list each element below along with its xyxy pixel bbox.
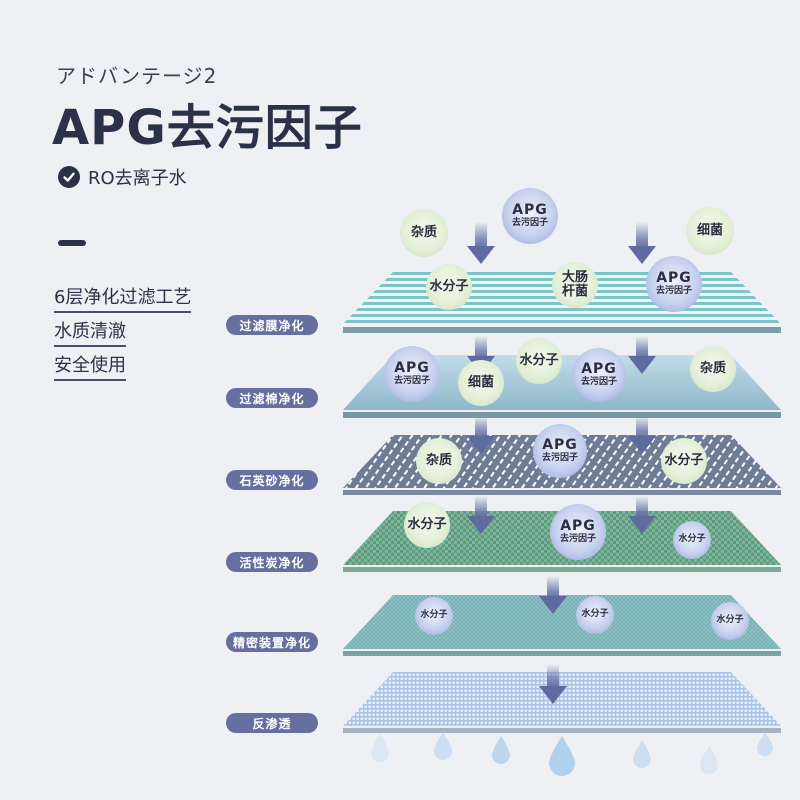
down-arrow-icon (539, 576, 567, 614)
layer-label-precision: 精密装置净化 (226, 632, 318, 652)
layer-cotton (343, 355, 781, 419)
down-arrow-icon (539, 664, 567, 704)
particle-water: 水分子 (673, 521, 711, 559)
water-drop-icon (371, 734, 389, 762)
layer-ro (343, 672, 781, 734)
layer-precision (343, 595, 781, 657)
down-arrow-icon (467, 416, 495, 454)
particle-label: 水分子 (581, 609, 609, 620)
particle-water: 水分子 (661, 438, 707, 484)
particle-sublabel: 去污因子 (655, 285, 692, 296)
particle-label: APG (512, 202, 548, 219)
divider-dash (58, 240, 86, 246)
particle-sublabel: 去污因子 (580, 376, 617, 387)
particle-label: 细菌 (467, 374, 494, 390)
down-arrow-icon (467, 496, 495, 534)
particle-label: 水分子 (716, 615, 744, 626)
layer-label-membrane: 过滤膜净化 (226, 315, 318, 335)
particle-bacteria: 细菌 (686, 207, 734, 255)
feature-item: 6层净化过滤工艺 (54, 283, 192, 313)
particle-bacteria: 细菌 (458, 360, 504, 406)
particle-label: 水分子 (420, 610, 448, 621)
layer-label-ro: 反渗透 (226, 713, 318, 733)
particle-label: APG (394, 360, 430, 377)
ro-badge-label: RO去离子水 (88, 168, 187, 189)
particle-ecoli: 大肠杆菌 (552, 262, 598, 308)
particle-label: 杂质 (410, 224, 437, 240)
feature-item: 安全使用 (54, 351, 126, 381)
subtitle: アドバンテージ2 (56, 64, 218, 88)
layer-label-cotton: 过滤棉净化 (226, 388, 318, 408)
particle-sublabel: 去污因子 (511, 217, 548, 228)
feature-item: 水质清澈 (54, 317, 126, 347)
particle-sublabel: 去污因子 (541, 452, 578, 463)
particle-label: 杂质 (699, 360, 726, 376)
particle-label: APG (581, 361, 617, 378)
particle-sublabel: 去污因子 (559, 533, 596, 544)
page-title: APG去污因子 (52, 100, 363, 156)
particle-label: APG (560, 518, 596, 535)
particle-impurity: 杂质 (416, 438, 462, 484)
particle-label: 大肠 (561, 269, 588, 285)
particle-water: 水分子 (426, 264, 472, 310)
particle-label: 水分子 (429, 278, 469, 294)
water-drop-icon (757, 732, 773, 756)
water-drop-icon (700, 746, 718, 774)
down-arrow-icon (467, 222, 495, 264)
particle-label: 水分子 (407, 516, 447, 532)
water-drop-icon (492, 736, 510, 764)
particle-label: APG (542, 437, 578, 454)
particle-water: 水分子 (404, 502, 450, 548)
particle-water: 水分子 (711, 602, 749, 640)
particle-label: 水分子 (519, 352, 559, 368)
water-drop-icon (549, 736, 575, 776)
particle-label: 杆菌 (561, 284, 588, 299)
down-arrow-icon (628, 496, 656, 534)
particle-water: 水分子 (576, 596, 614, 634)
down-arrow-icon (628, 416, 656, 454)
particle-water: 水分子 (415, 597, 453, 635)
layer-label-quartz: 石英砂净化 (226, 470, 318, 490)
ro-badge: RO去离子水 (58, 164, 187, 190)
particle-label: 细菌 (696, 222, 723, 238)
particle-sublabel: 去污因子 (393, 375, 430, 386)
particle-label: 杂质 (425, 452, 452, 468)
water-drop-icon (434, 732, 452, 760)
particle-impurity: 杂质 (400, 209, 448, 257)
down-arrow-icon (628, 336, 656, 374)
particle-water: 水分子 (516, 338, 562, 384)
layer-label-carbon: 活性炭净化 (226, 552, 318, 572)
particle-label: 水分子 (678, 534, 706, 545)
particle-impurity: 杂质 (690, 346, 736, 392)
particle-label: 水分子 (664, 452, 704, 468)
particle-label: APG (656, 270, 692, 287)
down-arrow-icon (628, 222, 656, 264)
water-drop-icon (633, 740, 651, 768)
check-circle-icon (58, 166, 80, 188)
